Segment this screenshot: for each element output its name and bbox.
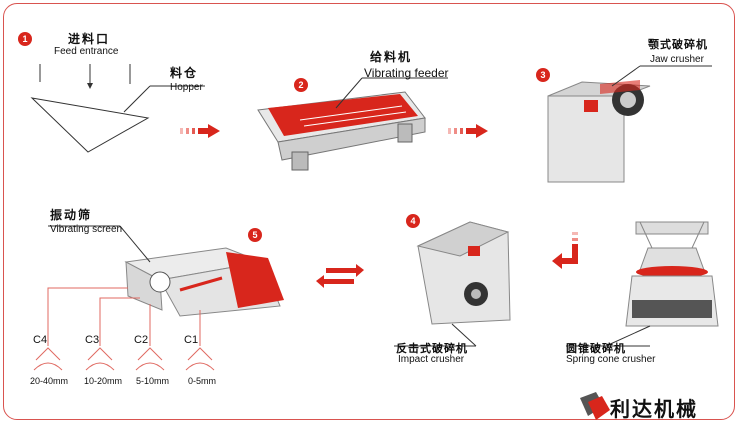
output-code-c3: C3 <box>85 334 100 346</box>
vibrating-feeder-label-cn: 给料机 <box>370 50 413 64</box>
cone-crusher-label-en: Spring cone crusher <box>566 354 656 365</box>
step-1-badge: 1 <box>18 32 32 46</box>
vibrating-feeder-label-en: Vibrating feeder <box>364 66 449 80</box>
feed-entrance-label-cn: 进料口 <box>68 32 111 46</box>
impact-crusher-label-cn: 反击式破碎机 <box>396 343 468 355</box>
step-5-badge: 5 <box>248 228 262 242</box>
flow-arrow-2-3 <box>448 124 488 138</box>
output-streams <box>33 287 215 371</box>
jaw-crusher-label-cn: 颚式破碎机 <box>648 39 708 51</box>
step-3-badge: 3 <box>536 68 550 82</box>
jaw-crusher-label-en: Jaw crusher <box>650 54 704 65</box>
flow-arrow-impact-screen <box>316 264 364 288</box>
vibrating-feeder-machine <box>257 91 426 171</box>
flow-arrow-1-2 <box>180 124 220 138</box>
hopper-label-cn: 料仓 <box>170 66 199 80</box>
output-code-c2: C2 <box>134 334 149 346</box>
feed-entrance-label-en: Feed entrance <box>54 46 119 57</box>
flow-arrow-cone-impact <box>552 232 578 269</box>
brand-name: 利达机械 <box>610 397 698 421</box>
hopper-label-en: Hopper <box>170 82 203 93</box>
diagram-frame <box>3 3 735 420</box>
output-range-c2: 5-10mm <box>136 376 170 386</box>
jaw-crusher-machine <box>547 80 651 183</box>
vibrating-screen-machine <box>124 247 284 317</box>
impact-crusher-label-en: Impact crusher <box>398 354 465 365</box>
output-code-c1: C1 <box>184 334 199 346</box>
step-4-badge: 4 <box>406 214 420 228</box>
output-range-c1: 0-5mm <box>188 376 217 386</box>
vibrating-screen-label-en: Vibrating screen <box>50 224 123 235</box>
hopper-shape <box>30 64 205 153</box>
step-2-badge: 2 <box>294 78 308 92</box>
cone-crusher-machine <box>625 221 719 327</box>
cone-crusher-label-cn: 圆锥破碎机 <box>566 343 626 355</box>
vibrating-screen-label-cn: 振动筛 <box>50 208 93 222</box>
output-range-c3: 10-20mm <box>84 376 123 386</box>
impact-crusher-machine <box>416 221 511 325</box>
output-range-c4: 20-40mm <box>30 376 69 386</box>
brand-logo-icon <box>580 392 610 420</box>
output-code-c4: C4 <box>33 334 48 346</box>
